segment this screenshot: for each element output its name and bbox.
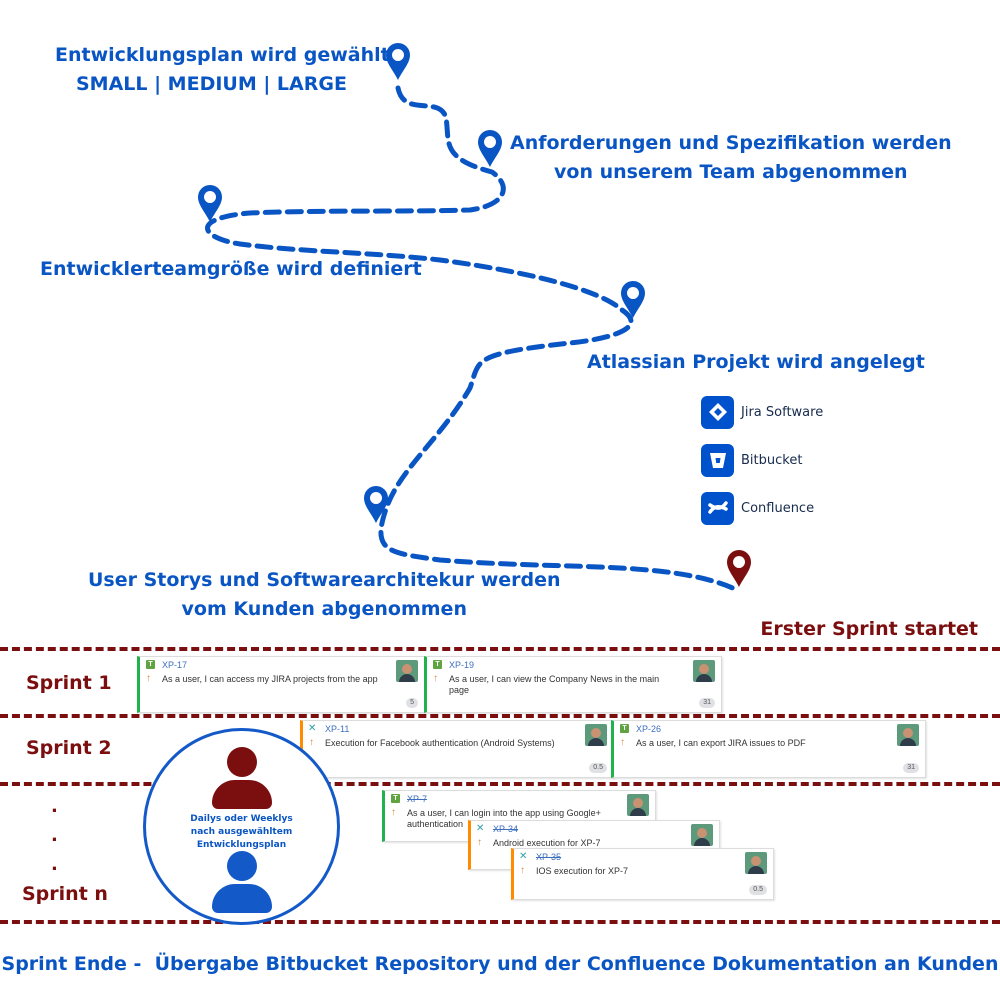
step-line: Anforderungen und Spezifikation werden bbox=[510, 132, 952, 154]
issue-key: XP-7 bbox=[407, 794, 428, 804]
avatar bbox=[627, 794, 649, 816]
tool-name: Confluence bbox=[741, 500, 815, 516]
issue-key: XP-19 bbox=[449, 660, 475, 670]
dashed-road-path bbox=[205, 85, 738, 592]
priority-arrow-icon: ↑ bbox=[309, 737, 314, 748]
meeting-circle: Dailys oder Weeklys nach ausgewähltem En… bbox=[143, 728, 340, 925]
tool-bitbucket: Bitbucket bbox=[701, 443, 802, 477]
issue-key: XP-26 bbox=[636, 724, 662, 734]
divider-line bbox=[0, 920, 1000, 924]
step-atlassian-project: Atlassian Projekt wird angelegt bbox=[587, 348, 925, 377]
development-task-icon: ✕ bbox=[476, 823, 485, 834]
priority-arrow-icon: ↑ bbox=[146, 673, 151, 684]
jira-software-icon bbox=[701, 395, 734, 429]
location-pin-icon bbox=[621, 281, 645, 318]
issue-summary: As a user, I can login into the app usin… bbox=[407, 808, 601, 829]
sprint-2-label: Sprint 2 bbox=[26, 737, 112, 759]
sprint-1-label: Sprint 1 bbox=[26, 672, 112, 694]
step-line: SMALL | MEDIUM | LARGE bbox=[76, 73, 347, 95]
issue-key: XP-11 bbox=[325, 724, 350, 734]
story-points-badge: 31 bbox=[699, 698, 715, 708]
step-line: von unserem Team abgenommen bbox=[554, 161, 908, 183]
meeting-line: nach ausgewähltem Entwicklungsplan bbox=[190, 827, 293, 850]
sprint-n-label: Sprint n bbox=[22, 883, 108, 905]
meeting-line: Dailys oder Weeklys bbox=[190, 814, 293, 824]
issue-card[interactable]: ✕ XP-35 ↑ IOS execution for XP-7 0.5 bbox=[511, 848, 774, 900]
step-development-plan: Entwicklungsplan wird gewählt SMALL | ME… bbox=[55, 41, 390, 99]
ellipsis-dot: . bbox=[51, 796, 58, 817]
step-line: Atlassian Projekt wird angelegt bbox=[587, 351, 925, 373]
issue-summary: As a user, I can access my JIRA projects… bbox=[162, 674, 378, 684]
issue-summary: Execution for Facebook authentication (A… bbox=[325, 738, 555, 748]
step-user-stories: User Storys und Softwarearchitekur werde… bbox=[88, 566, 561, 624]
meeting-text: Dailys oder Weeklys nach ausgewähltem En… bbox=[146, 813, 337, 852]
sprint-start-label: Erster Sprint startet bbox=[760, 618, 978, 640]
avatar bbox=[897, 724, 919, 746]
story-icon: T bbox=[391, 794, 400, 803]
issue-summary: Android execution for XP-7 bbox=[493, 838, 601, 848]
location-pin-icon bbox=[727, 550, 751, 587]
avatar bbox=[691, 824, 713, 846]
location-pin-icon bbox=[198, 185, 222, 222]
tool-confluence: Confluence bbox=[701, 491, 814, 525]
story-icon: T bbox=[620, 724, 629, 733]
story-icon: T bbox=[433, 660, 442, 669]
person-red-icon bbox=[212, 747, 272, 809]
confluence-icon bbox=[701, 491, 734, 525]
avatar bbox=[693, 660, 715, 682]
divider-line bbox=[0, 647, 1000, 651]
sprint-end-footer: Sprint Ende - Übergabe Bitbucket Reposit… bbox=[1, 953, 999, 975]
story-points-badge: 0.5 bbox=[749, 885, 767, 895]
issue-key: XP-17 bbox=[162, 660, 188, 670]
issue-key: XP-34 bbox=[493, 824, 519, 834]
tool-jira-software: Jira Software bbox=[701, 395, 823, 429]
bitbucket-icon bbox=[701, 443, 734, 477]
development-task-icon: ✕ bbox=[308, 723, 317, 734]
divider-line bbox=[0, 714, 1000, 718]
priority-arrow-icon: ↑ bbox=[620, 737, 625, 748]
priority-arrow-icon: ↑ bbox=[520, 865, 525, 876]
tool-name: Bitbucket bbox=[741, 452, 803, 468]
step-line: Entwicklerteamgröße wird definiert bbox=[40, 258, 422, 280]
avatar bbox=[585, 724, 607, 746]
avatar bbox=[745, 852, 767, 874]
issue-card[interactable]: T XP-17 ↑ As a user, I can access my JIR… bbox=[137, 656, 425, 713]
issue-key: XP-35 bbox=[536, 852, 562, 862]
step-line: Entwicklungsplan wird gewählt bbox=[55, 44, 390, 66]
story-points-badge: 5 bbox=[406, 698, 418, 708]
priority-arrow-icon: ↑ bbox=[391, 807, 396, 818]
issue-summary: As a user, I can export JIRA issues to P… bbox=[636, 738, 806, 748]
divider-line bbox=[0, 782, 1000, 786]
priority-arrow-icon: ↑ bbox=[477, 837, 482, 848]
step-line: vom Kunden abgenommen bbox=[181, 598, 467, 620]
issue-summary: IOS execution for XP-7 bbox=[536, 866, 629, 876]
ellipsis-dot: . bbox=[51, 825, 58, 846]
issue-card[interactable]: T XP-19 ↑ As a user, I can view the Comp… bbox=[424, 656, 722, 713]
issue-card[interactable]: ✕ XP-11 ↑ Execution for Facebook authent… bbox=[300, 720, 614, 778]
priority-arrow-icon: ↑ bbox=[433, 673, 438, 684]
step-requirements: Anforderungen und Spezifikation werden v… bbox=[510, 129, 952, 187]
story-points-badge: 0.5 bbox=[589, 763, 607, 773]
issue-summary: As a user, I can view the Company News i… bbox=[449, 674, 660, 695]
ellipsis-dot: . bbox=[51, 854, 58, 875]
location-pin-icon bbox=[386, 43, 410, 80]
issue-card[interactable]: T XP-26 ↑ As a user, I can export JIRA i… bbox=[611, 720, 926, 778]
person-blue-icon bbox=[212, 851, 272, 913]
step-line: User Storys und Softwarearchitekur werde… bbox=[88, 569, 561, 591]
story-icon: T bbox=[146, 660, 155, 669]
location-pin-icon bbox=[364, 486, 388, 523]
tool-name: Jira Software bbox=[741, 404, 824, 420]
location-pin-icon bbox=[478, 130, 502, 167]
step-team-size: Entwicklerteamgröße wird definiert bbox=[40, 255, 422, 284]
story-points-badge: 31 bbox=[903, 763, 919, 773]
avatar bbox=[396, 660, 418, 682]
development-task-icon: ✕ bbox=[519, 851, 528, 862]
